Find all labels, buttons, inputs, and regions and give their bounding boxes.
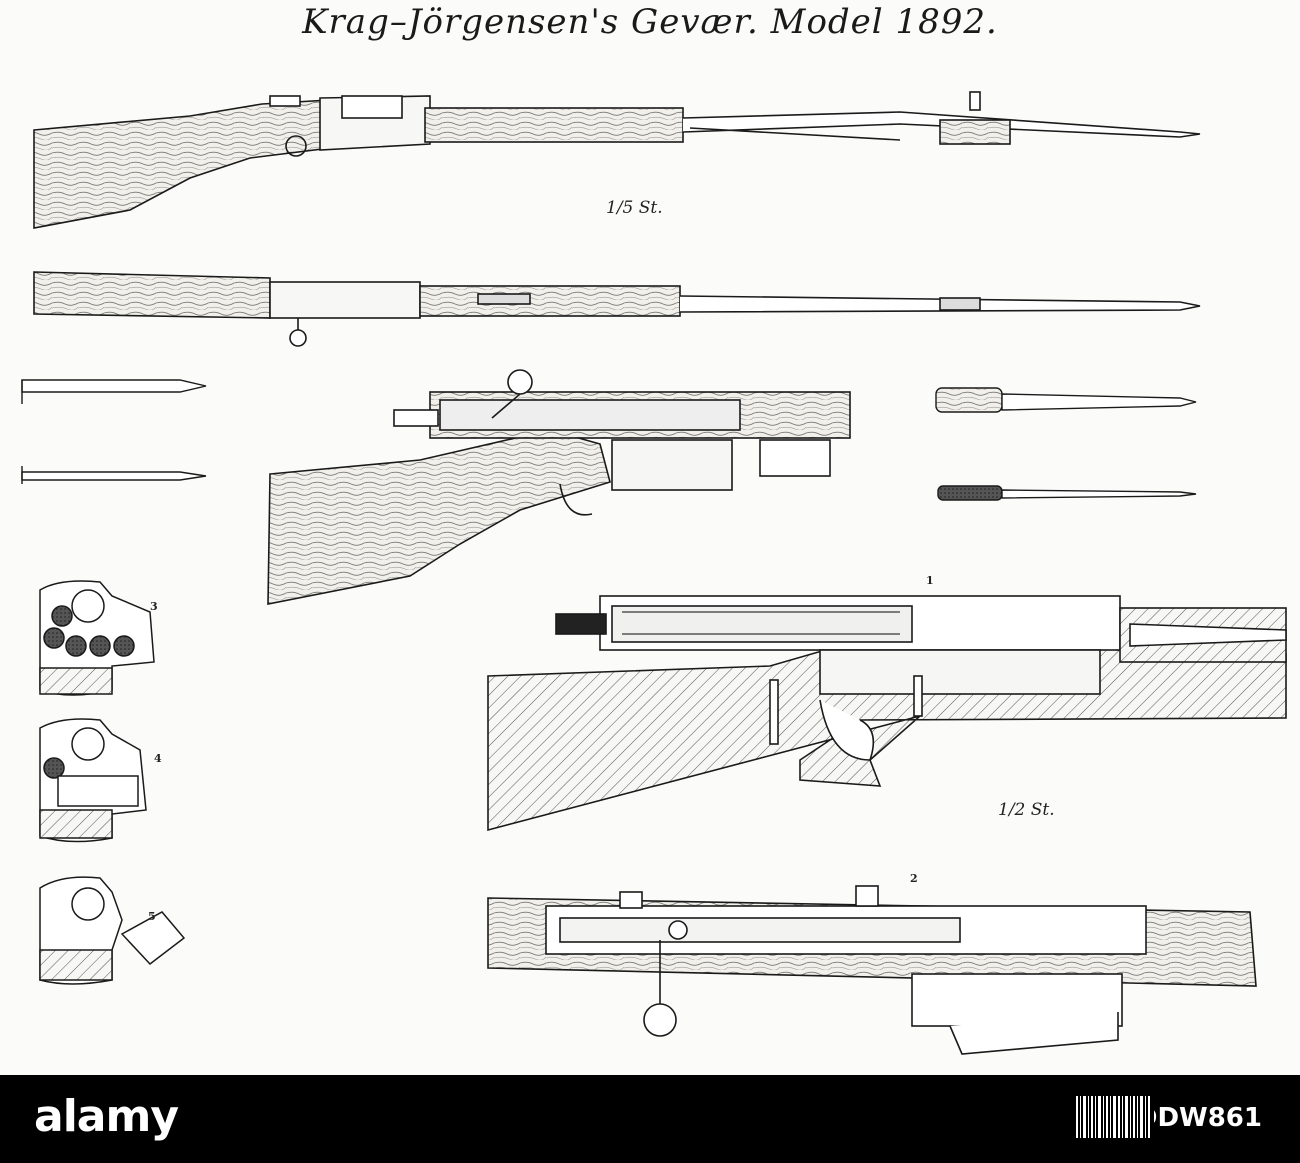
rifle-drawings xyxy=(21,91,1287,1055)
bayonets xyxy=(935,387,1197,501)
figure-number-1: 1 xyxy=(926,574,934,587)
scale-fifth-label: 1/5 St. xyxy=(606,198,663,218)
rifle-side-view xyxy=(33,91,1201,229)
rifle-top-view xyxy=(33,271,1201,347)
scale-half-label: 1/2 St. xyxy=(998,800,1055,820)
bolt-section-view xyxy=(487,595,1287,832)
action-closeup xyxy=(267,369,851,605)
figure-number-5: 5 xyxy=(148,910,156,923)
barcode-icon xyxy=(1074,1094,1154,1140)
magazine-section-3 xyxy=(39,580,155,696)
technical-plate: Krag–Jörgensen's Gevær. Model 1892. 1/5 … xyxy=(21,2,1287,1055)
figure-number-3: 3 xyxy=(150,600,158,613)
figure-number-4: 4 xyxy=(154,752,162,765)
figure-number-2: 2 xyxy=(910,872,918,885)
magazine-section-4 xyxy=(39,718,147,843)
alamy-logo[interactable]: alamy xyxy=(34,1091,179,1142)
magazine-section-5 xyxy=(39,876,186,985)
scabbards xyxy=(21,379,207,484)
plate-title: Krag–Jörgensen's Gevær. Model 1892. xyxy=(302,2,998,42)
action-top-view xyxy=(487,885,1257,1055)
